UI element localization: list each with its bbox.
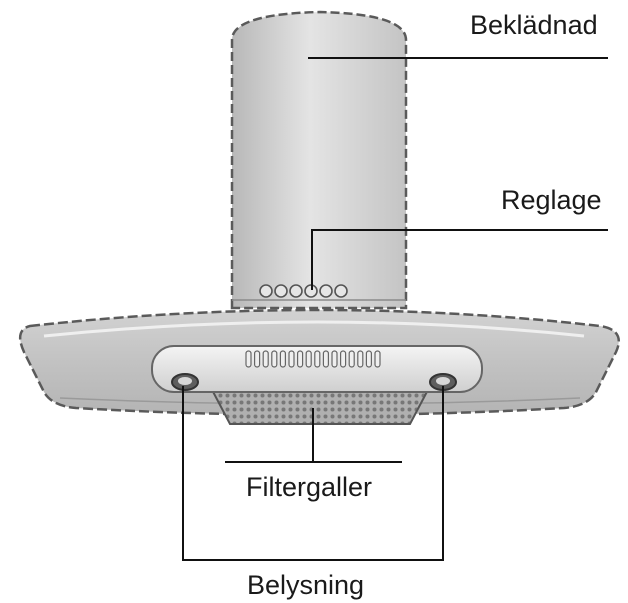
vent-slots — [245, 350, 381, 368]
chimney-casing — [230, 10, 408, 310]
control-button — [319, 284, 333, 298]
vent-slot — [305, 350, 312, 368]
controls-label: Reglage — [501, 185, 602, 215]
controls-leader — [311, 229, 608, 290]
vent-slot — [297, 350, 304, 368]
vent-slot — [245, 350, 252, 368]
vent-slot — [357, 350, 364, 368]
lighting-leader — [182, 386, 444, 561]
lamp-left — [171, 373, 199, 391]
vent-slot — [374, 350, 381, 368]
vent-slot — [254, 350, 261, 368]
vent-slot — [331, 350, 338, 368]
control-button — [289, 284, 303, 298]
vent-slot — [322, 350, 329, 368]
lamp-right — [429, 373, 457, 391]
vent-slot — [271, 350, 278, 368]
fan-housing — [151, 345, 483, 393]
control-button — [274, 284, 288, 298]
control-button — [334, 284, 348, 298]
vent-slot — [279, 350, 286, 368]
filter-grille-label: Filtergaller — [246, 472, 373, 502]
vent-slot — [288, 350, 295, 368]
vent-slot — [314, 350, 321, 368]
casing-label: Beklädnad — [470, 10, 598, 40]
leader-lines — [182, 57, 608, 561]
vent-slot — [365, 350, 372, 368]
vent-slot — [262, 350, 269, 368]
lighting-label: Belysning — [247, 570, 365, 600]
vent-slot — [348, 350, 355, 368]
control-button — [259, 284, 273, 298]
vent-slot — [340, 350, 347, 368]
